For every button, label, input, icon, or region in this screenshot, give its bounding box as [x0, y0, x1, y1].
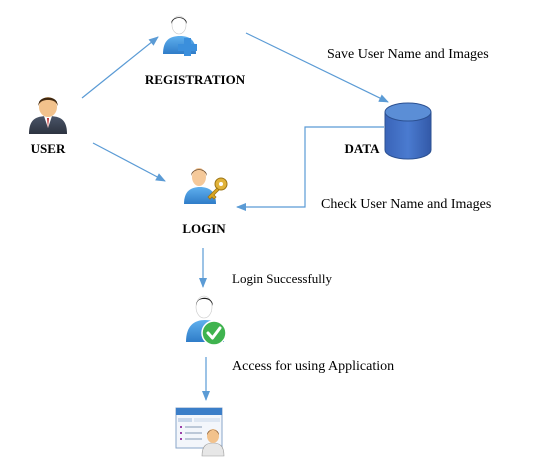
user-add-icon [163, 15, 197, 56]
registration-label: REGISTRATION [145, 72, 246, 87]
registration-node: REGISTRATION [145, 15, 246, 87]
user-key-icon [184, 168, 228, 204]
user-businessman-icon [29, 97, 67, 134]
edge-label-check: Check User Name and Images [321, 197, 491, 212]
user-checkmark-icon [186, 295, 227, 346]
database-cylinder-icon [384, 102, 432, 160]
application-window-user-icon [175, 407, 225, 457]
success-node [186, 295, 227, 346]
arrow-registration-to-database [245, 32, 389, 103]
arrow-database-to-login [236, 126, 384, 211]
edge-label-access: Access for using Application [232, 359, 394, 374]
user-node: USER [29, 97, 67, 156]
user-label: USER [31, 141, 66, 156]
edge-label-save: Save User Name and Images [327, 47, 489, 62]
database-node: DATA [345, 102, 432, 160]
application-node [175, 407, 225, 457]
database-label: DATA [345, 141, 381, 156]
edge-label-login-success: Login Successfully [232, 271, 333, 286]
arrow-user-to-registration [81, 36, 159, 99]
login-label: LOGIN [182, 221, 226, 236]
arrow-user-to-login [92, 142, 166, 182]
login-node: LOGIN [182, 168, 228, 236]
